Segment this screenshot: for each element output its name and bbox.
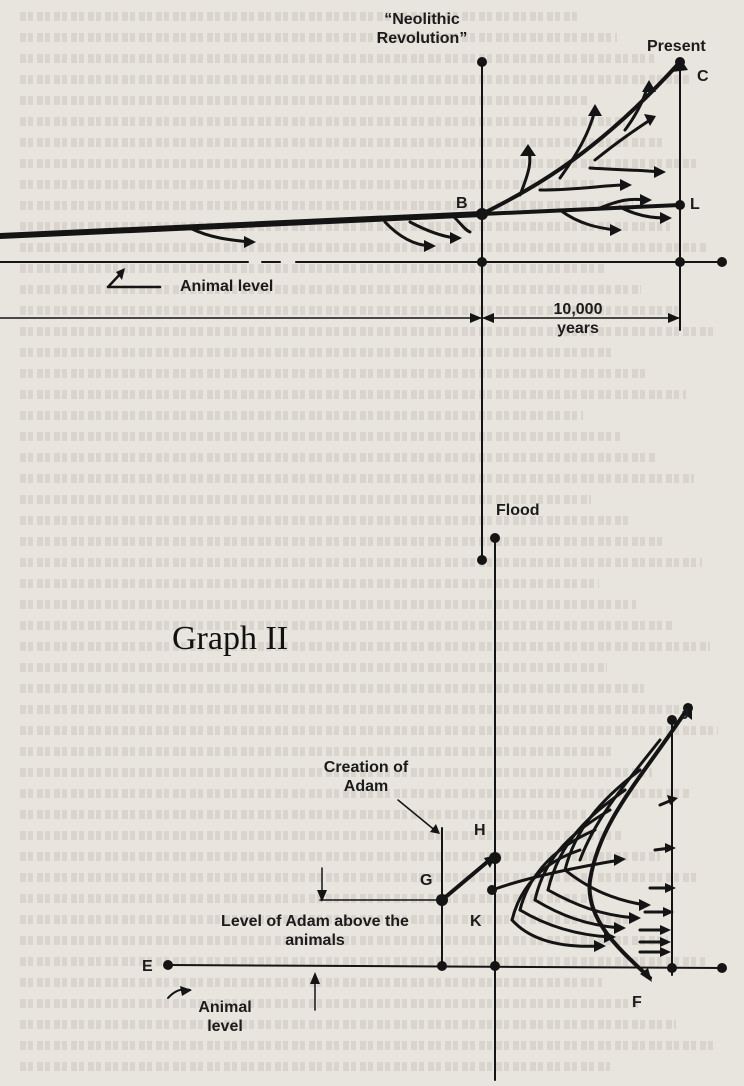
arrowhead-lower-3 bbox=[614, 922, 626, 934]
lower-inner-curve-3 bbox=[546, 788, 627, 892]
arrowhead-right-2 bbox=[660, 937, 671, 947]
arrowhead-twig-12 bbox=[244, 236, 256, 248]
arrowhead-twig-9 bbox=[610, 224, 622, 236]
dot-e bbox=[163, 960, 173, 970]
lower-main-curve-j-f bbox=[587, 706, 690, 980]
arrowhead-scale-right bbox=[482, 313, 494, 323]
dot-upper-right-end bbox=[717, 257, 727, 267]
label-neolithic-revolution: “Neolithic Revolution” bbox=[376, 11, 468, 47]
label-k: K bbox=[470, 913, 482, 930]
label-e: E bbox=[142, 958, 153, 975]
graph-title: Graph II bbox=[172, 620, 289, 657]
arrowhead-animal-level-marker bbox=[180, 986, 192, 996]
lower-line-g-h bbox=[440, 856, 494, 902]
lower-inner-curve-6 bbox=[510, 848, 582, 922]
label-level-of-adam: Level of Adam above the animals bbox=[221, 913, 409, 949]
label-f: F bbox=[632, 994, 642, 1011]
arrowhead-right-7 bbox=[667, 795, 678, 805]
upper-twig-13 bbox=[453, 216, 472, 234]
dot-neolithic-top bbox=[477, 57, 487, 67]
dot-lower-right-end bbox=[717, 963, 727, 973]
label-10000-years: 10,000 years bbox=[553, 301, 603, 337]
arrowhead-lower-2 bbox=[604, 931, 616, 943]
upper-animal-level-marker bbox=[106, 269, 162, 289]
arrowhead-twig-10 bbox=[424, 240, 436, 252]
upper-twig-3 bbox=[593, 118, 652, 162]
arrowhead-right-1 bbox=[660, 925, 671, 935]
dot-b bbox=[476, 208, 488, 220]
lower-lower-curve-1 bbox=[510, 918, 602, 948]
label-c: C bbox=[697, 68, 709, 85]
arrowhead-creation-pointer bbox=[430, 824, 440, 834]
arrowhead-k bbox=[614, 854, 626, 866]
arrowhead-scale-present bbox=[668, 313, 680, 323]
dot-l bbox=[675, 200, 685, 210]
arrowhead-right-6 bbox=[665, 843, 676, 853]
label-l: L bbox=[690, 196, 700, 213]
dot-present-top bbox=[675, 57, 685, 67]
dot-upper-vertical-bottom bbox=[477, 555, 487, 565]
lower-lower-curve-4 bbox=[546, 888, 637, 920]
dot-upper-neolithic-level bbox=[477, 257, 487, 267]
label-upper-animal-level: Animal level bbox=[180, 278, 274, 295]
label-lower-animal-level: Animal level bbox=[198, 999, 252, 1035]
arrowhead-scale-left bbox=[470, 313, 482, 323]
label-present: Present bbox=[647, 38, 706, 55]
upper-twig-12 bbox=[188, 226, 252, 244]
arrowhead-level-adam-pointer bbox=[317, 890, 327, 902]
lower-lower-curve-2 bbox=[518, 908, 612, 939]
lower-inner-curve-2 bbox=[563, 768, 642, 872]
dot-g-baseline bbox=[437, 961, 447, 971]
dot-lower-present-top bbox=[667, 715, 677, 725]
dot-h bbox=[489, 852, 501, 864]
dot-flood-baseline bbox=[490, 961, 500, 971]
arrowhead-lower-1 bbox=[594, 940, 606, 952]
lower-lower-curve-5 bbox=[563, 868, 647, 907]
arrowhead-twig-2 bbox=[588, 104, 602, 116]
arrowhead-twig-8 bbox=[660, 212, 672, 224]
arrowhead-twig-5 bbox=[654, 166, 666, 178]
upper-twig-9 bbox=[558, 208, 617, 232]
dot-j bbox=[683, 703, 693, 713]
upper-main-line bbox=[0, 211, 485, 239]
dot-k bbox=[487, 885, 497, 895]
arrowhead-twig-3 bbox=[644, 114, 656, 126]
upper-twig-6 bbox=[538, 183, 627, 192]
arrowhead-animal-level bbox=[116, 268, 125, 280]
lower-inner-curve-4 bbox=[533, 808, 612, 902]
dot-flood bbox=[490, 533, 500, 543]
lower-inner-curve-1 bbox=[578, 738, 662, 862]
arrowhead-lower-4 bbox=[629, 912, 641, 924]
creation-of-adam-pointer bbox=[397, 799, 438, 833]
label-j: J bbox=[680, 706, 689, 723]
upper-twig-10 bbox=[383, 220, 432, 248]
upper-twig-5 bbox=[588, 166, 662, 174]
arrowhead-lower-5 bbox=[639, 899, 651, 911]
label-flood: Flood bbox=[496, 502, 540, 519]
lower-inner-curve-5 bbox=[518, 828, 597, 912]
arrowhead-right-4 bbox=[663, 907, 674, 917]
arrowhead-right-5 bbox=[665, 883, 676, 893]
arrowhead-right-3 bbox=[660, 947, 671, 957]
arrowhead-twig-7 bbox=[640, 194, 652, 206]
label-h: H bbox=[474, 822, 486, 839]
label-g: G bbox=[420, 872, 433, 889]
upper-trunk-to-l bbox=[480, 203, 682, 216]
label-b: B bbox=[456, 195, 468, 212]
arrowhead-f bbox=[640, 968, 652, 982]
label-creation-of-adam: Creation of Adam bbox=[323, 759, 409, 795]
arrowhead-twig-4 bbox=[642, 80, 656, 92]
arrowhead-twig-1 bbox=[520, 144, 536, 156]
lower-lower-curve-3 bbox=[533, 898, 622, 930]
arrowhead-animal-level-lower bbox=[310, 972, 320, 984]
dot-g bbox=[436, 894, 448, 906]
arrowhead-twig-6 bbox=[620, 179, 632, 191]
upper-twig-11 bbox=[408, 220, 457, 240]
arrowhead-twig-11 bbox=[450, 232, 462, 244]
background-text-texture bbox=[0, 6, 744, 1086]
dot-present-baseline bbox=[667, 963, 677, 973]
dot-upper-present-level bbox=[675, 257, 685, 267]
